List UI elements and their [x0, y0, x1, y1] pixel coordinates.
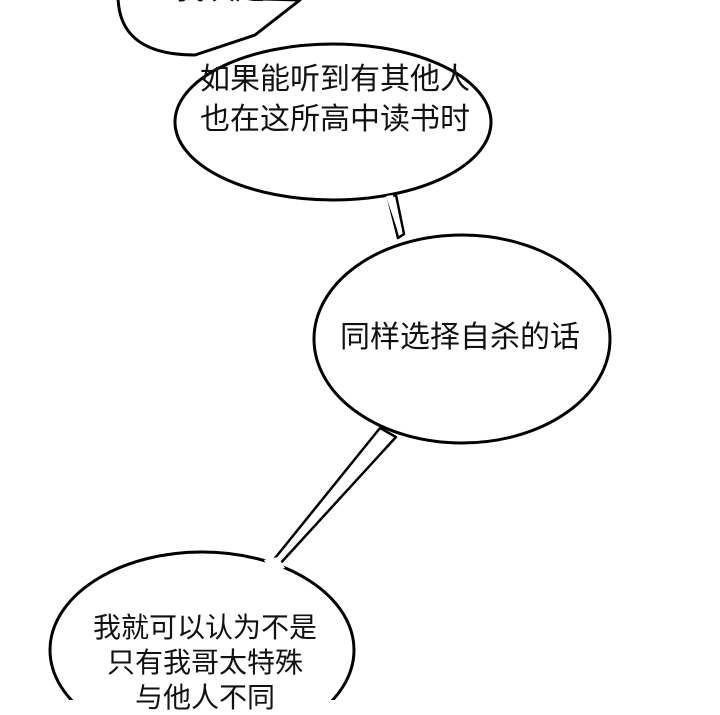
bubble-text-middle: 同样选择自杀的话 — [300, 318, 620, 358]
comic-panel: 我决定 如果能听到有其他人 也在这所高中读书时 同样选择自杀的话 我就可以认为不… — [48, 0, 620, 715]
bubble-line: 也在这所高中读书时 — [200, 102, 470, 137]
bubble-text-lower: 我就可以认为不是 只有我哥太特殊 与他人不同 — [40, 610, 370, 715]
speech-bubble-top — [116, 0, 302, 57]
bubble-text-top: 我决定 — [120, 0, 320, 10]
bubble-line: 与他人不同 — [134, 681, 275, 714]
speech-bubbles-art — [48, 0, 612, 715]
bubble-line: 我就可以认为不是 — [92, 611, 317, 644]
bubble-text-upper: 如果能听到有其他人 也在这所高中读书时 — [175, 60, 495, 140]
speech-bubble-middle — [312, 233, 612, 445]
bubble-line: 我决定 — [120, 0, 320, 10]
speech-bubble-lower — [48, 550, 356, 715]
bubble-line: 如果能听到有其他人 — [200, 62, 470, 97]
bubble-line: 只有我哥太特殊 — [106, 646, 303, 679]
speech-bubble-upper — [173, 42, 493, 240]
bubble-line: 同样选择自杀的话 — [340, 320, 580, 355]
speech-tail-lower — [265, 426, 398, 570]
